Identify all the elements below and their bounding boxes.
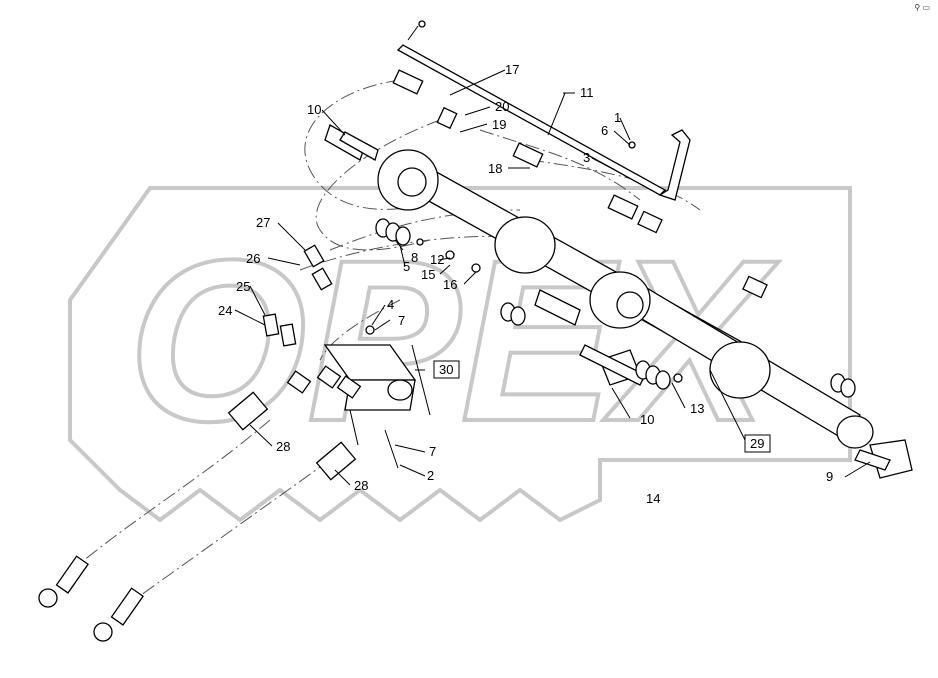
callout-7-upper: 7 [398,313,405,328]
assembly-box-30-frame [433,360,460,379]
lower-cylinder [589,271,874,449]
assembly-box-29: 29 [750,436,764,451]
leader-lines [234,69,871,486]
callout-10-lower: 10 [640,412,654,427]
assembly-box-30: 30 [439,362,453,377]
loose-tubes [38,391,357,642]
callout-19: 19 [492,117,506,132]
callout-24: 24 [218,303,232,318]
callout-6: 6 [601,123,608,138]
hose-fittings [262,69,768,347]
corner-mark: ⚲ ▭ [914,3,930,12]
callout-17: 17 [505,62,519,77]
callout-9: 9 [826,469,833,484]
seals [375,218,856,398]
callout-16: 16 [443,277,457,292]
callout-18: 18 [488,161,502,176]
callout-28-upper: 28 [276,439,290,454]
callout-27: 27 [256,215,270,230]
callout-5: 5 [403,259,410,274]
assembly-boxes: 30 29 [433,360,771,453]
callout-25: 25 [236,279,250,294]
callout-11: 11 [580,85,594,100]
assembly-box-29-frame [744,434,771,453]
callout-labels: 1 2 3 4 5 6 7 7 8 9 10 10 11 12 13 14 15… [218,62,833,506]
callout-4: 4 [387,297,394,312]
callout-28-lower: 28 [354,478,368,493]
callout-14: 14 [646,491,660,506]
callout-10-upper: 10 [307,102,321,117]
callout-15: 15 [421,267,435,282]
callout-13: 13 [690,401,704,416]
callout-12: 12 [430,252,444,267]
callout-3: 3 [583,150,590,165]
hose-routes [59,79,701,611]
callout-7-lower: 7 [429,444,436,459]
callout-8: 8 [411,250,418,265]
callout-26: 26 [246,251,260,266]
valve-block [286,344,417,411]
callout-2: 2 [427,468,434,483]
callout-20: 20 [495,99,509,114]
bracket-rod [396,20,691,201]
callout-1: 1 [614,110,621,125]
